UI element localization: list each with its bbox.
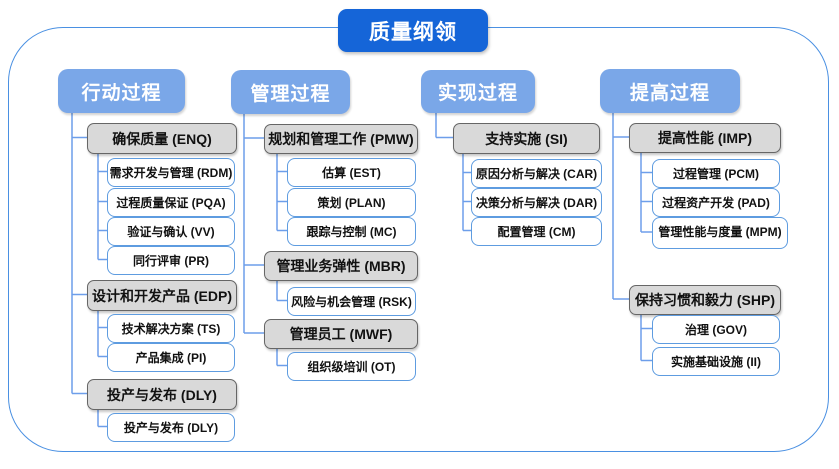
- practice-group-node: 保持习惯和毅力 (SHP): [629, 285, 781, 315]
- process-area-node: 估算 (EST): [287, 158, 416, 187]
- process-area-node: 需求开发与管理 (RDM): [107, 158, 235, 187]
- process-area-node: 组织级培训 (OT): [287, 352, 416, 381]
- process-area-node: 过程质量保证 (PQA): [107, 188, 235, 217]
- process-area-node: 同行评审 (PR): [107, 246, 235, 275]
- process-area-node: 原因分析与解决 (CAR): [471, 159, 602, 188]
- practice-group-node: 管理业务弹性 (MBR): [264, 251, 418, 281]
- diagram-title: 质量纲领: [338, 9, 488, 52]
- process-area-node: 过程管理 (PCM): [652, 159, 780, 188]
- process-category-header-management-process: 管理过程: [231, 70, 350, 114]
- process-area-node: 实施基础设施 (II): [652, 347, 780, 376]
- practice-group-node: 支持实施 (SI): [453, 123, 600, 154]
- process-area-node: 投产与发布 (DLY): [107, 413, 235, 442]
- process-area-node: 配置管理 (CM): [471, 217, 602, 246]
- practice-group-node: 确保质量 (ENQ): [87, 123, 237, 154]
- process-area-node: 决策分析与解决 (DAR): [471, 188, 602, 217]
- process-area-node: 过程资产开发 (PAD): [652, 188, 780, 217]
- process-area-node: 风险与机会管理 (RSK): [287, 287, 416, 316]
- practice-group-node: 提高性能 (IMP): [629, 123, 781, 153]
- process-area-node: 产品集成 (PI): [107, 343, 235, 372]
- process-category-header-realization-process: 实现过程: [421, 70, 535, 113]
- process-category-header-action-process: 行动过程: [58, 69, 185, 113]
- process-area-node: 管理性能与度量 (MPM): [652, 217, 788, 249]
- process-area-node: 策划 (PLAN): [287, 188, 416, 217]
- practice-group-node: 管理员工 (MWF): [264, 319, 418, 349]
- process-area-node: 跟踪与控制 (MC): [287, 217, 416, 246]
- process-category-header-improvement-process: 提高过程: [600, 69, 740, 113]
- practice-group-node: 规划和管理工作 (PMW): [264, 124, 418, 154]
- process-area-node: 验证与确认 (VV): [107, 217, 235, 246]
- process-area-node: 治理 (GOV): [652, 315, 780, 344]
- process-area-node: 技术解决方案 (TS): [107, 314, 235, 343]
- practice-group-node: 投产与发布 (DLY): [87, 379, 237, 410]
- practice-group-node: 设计和开发产品 (EDP): [87, 280, 237, 311]
